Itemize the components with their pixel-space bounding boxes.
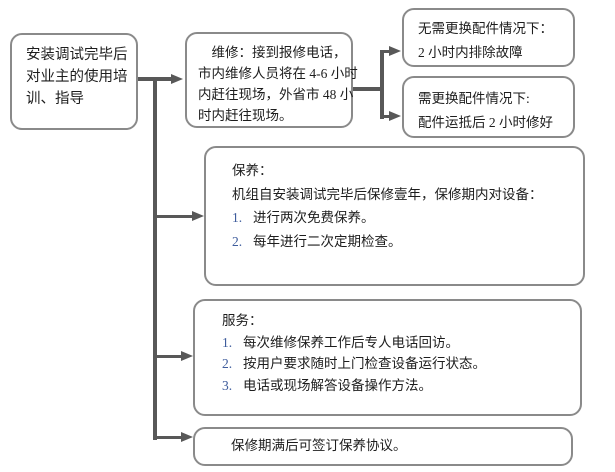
list-item-text: 进行两次免费保养。 <box>253 210 375 225</box>
connector-trunk <box>153 77 157 440</box>
list-item: 2. 按用户要求随时上门检查设备运行状态。 <box>222 353 572 375</box>
box-maintenance-title: 保养： <box>232 163 273 178</box>
connector-repair-out <box>353 87 382 91</box>
list-item-number: 1. <box>232 210 243 225</box>
list-item: 1. 每次维修保养工作后专人电话回访。 <box>222 332 572 354</box>
list-item-number: 2. <box>232 233 243 249</box>
list-item-text: 每次维修保养工作后专人电话回访。 <box>243 334 459 350</box>
box-parts-line: 配件运抵后 2 小时修好 <box>418 115 553 130</box>
arrow-into-maintenance-icon <box>192 211 204 221</box>
box-service-list: 1. 每次维修保养工作后专人电话回访。 2. 按用户要求随时上门检查设备运行状态。 3.… <box>222 332 572 397</box>
box-training-line: 安装调试完毕后 <box>26 47 128 63</box>
box-training-line: 对业主的使用培 <box>26 69 128 85</box>
connector-to-parts <box>382 115 390 118</box>
box-repair-line: 时内赶往现场。 <box>198 108 293 123</box>
box-no-parts-line: 无需更换配件情况下： <box>418 21 553 36</box>
box-training-line: 训、指导 <box>26 91 84 107</box>
connector-split-vertical <box>380 50 384 119</box>
box-repair: 维修：接到报修电话， 市内维修人员将在 4-6 小时 内赶往现场，外省市 48 … <box>185 32 358 128</box>
connector-to-service <box>155 355 181 358</box>
list-item-text: 按用户要求随时上门检查设备运行状态。 <box>243 356 486 371</box>
box-no-parts-case: 无需更换配件情况下： 2 小时内排除故障 <box>402 8 575 67</box>
list-item-number: 1. <box>222 334 233 350</box>
box-parts-case: 需更换配件情况下: 配件运抵后 2 小时修好 <box>402 76 575 138</box>
connector-to-agreement <box>155 436 181 439</box>
list-item-text: 每年进行二次定期检查。 <box>253 233 402 249</box>
connector-to-no-parts <box>382 50 390 53</box>
box-repair-line: 维修：接到报修电话， <box>211 45 347 60</box>
connector-to-maintenance <box>155 215 192 218</box>
box-agreement: 保修期满后可签订保养协议。 <box>193 427 573 466</box>
list-item-text: 电话或现场解答设备操作方法。 <box>243 377 432 393</box>
arrow-into-repair-icon <box>171 74 183 84</box>
box-maintenance: 保养： 机组自安装调试完毕后保修壹年，保修期内对设备： 1. 进行两次免费保养。 2… <box>204 146 585 286</box>
arrow-into-no-parts-icon <box>389 46 401 56</box>
list-item: 1. 进行两次免费保养。 <box>232 206 575 230</box>
box-repair-line: 市内维修人员将在 4-6 小时 <box>198 66 358 81</box>
box-parts-line: 需更换配件情况下: <box>418 91 530 106</box>
box-no-parts-line: 2 小时内排除故障 <box>418 45 523 60</box>
box-training-guidance: 安装调试完毕后 对业主的使用培 训、指导 <box>10 33 138 130</box>
arrow-into-agreement-icon <box>181 432 193 442</box>
box-repair-line: 内赶往现场，外省市 48 小 <box>198 87 354 102</box>
list-item: 3. 电话或现场解答设备操作方法。 <box>222 375 572 397</box>
arrow-into-parts-icon <box>389 111 401 121</box>
list-item-number: 3. <box>222 377 233 393</box>
box-service: 服务： 1. 每次维修保养工作后专人电话回访。 2. 按用户要求随时上门检查设备运行状… <box>193 299 582 416</box>
box-service-title: 服务： <box>222 313 263 328</box>
list-item: 2. 每年进行二次定期检查。 <box>232 230 575 254</box>
box-maintenance-intro: 机组自安装调试完毕后保修壹年，保修期内对设备： <box>232 186 543 202</box>
list-item-number: 2. <box>222 356 233 371</box>
arrow-into-service-icon <box>181 351 193 361</box>
box-agreement-text: 保修期满后可签订保养协议。 <box>231 438 407 453</box>
box-maintenance-list: 1. 进行两次免费保养。 2. 每年进行二次定期检查。 <box>232 206 575 253</box>
